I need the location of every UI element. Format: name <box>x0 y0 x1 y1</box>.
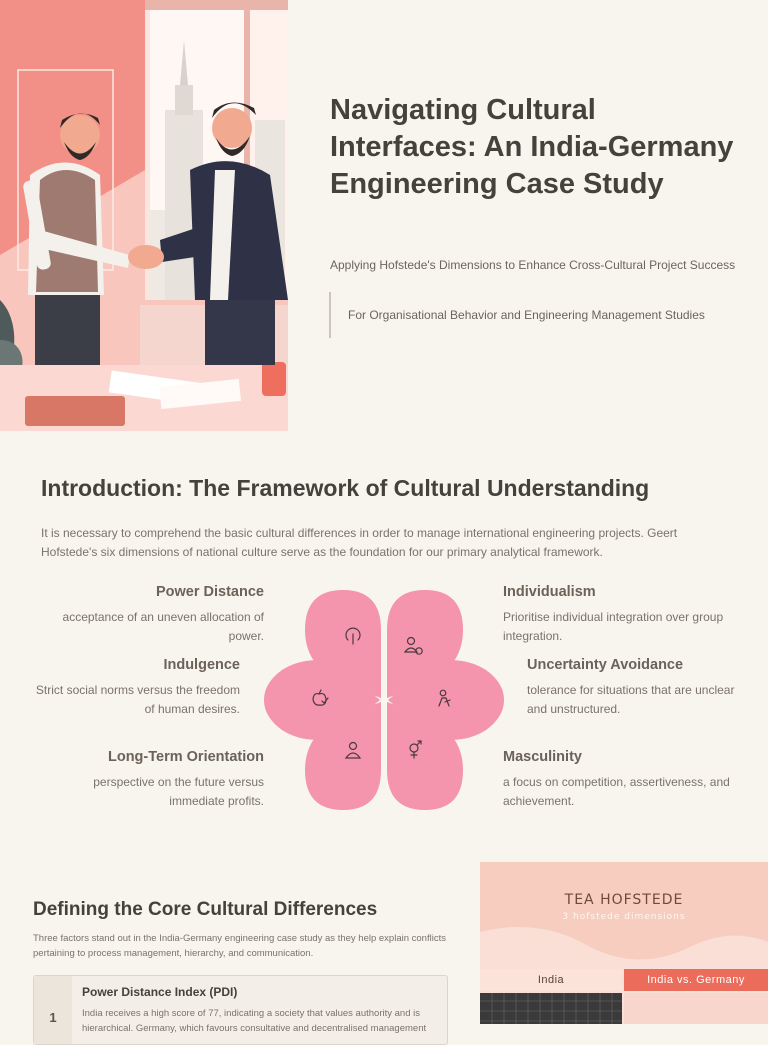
dimension-uncertainty-avoidance: Uncertainty Avoidance tolerance for situ… <box>527 657 737 719</box>
course-tag-text: For Organisational Behavior and Engineer… <box>348 308 705 322</box>
petal-masculinity <box>387 702 463 810</box>
hofstede-flower-diagram <box>264 590 504 810</box>
dimension-title: Masculinity <box>503 749 582 765</box>
dimension-desc: a focus on competition, assertiveness, a… <box>503 775 730 808</box>
gender-icon <box>409 740 422 759</box>
hofstede-comparison-graphic: TEA HOFSTEDE 3 hofstede dimensions India… <box>480 862 768 1024</box>
tab-india: India <box>480 969 622 991</box>
dimension-individualism: Individualism Prioritise individual inte… <box>503 584 743 646</box>
tab-india-vs-germany: India vs. Germany <box>624 969 768 991</box>
dimension-desc: acceptance of an uneven allocation of po… <box>62 610 264 643</box>
puzzle-person-icon <box>438 689 451 707</box>
dimension-masculinity: Masculinity a focus on competition, asse… <box>503 749 738 811</box>
course-tag: For Organisational Behavior and Engineer… <box>329 292 705 338</box>
power-icon <box>345 627 361 645</box>
petal-long-term-orientation <box>305 702 381 810</box>
dimension-title: Uncertainty Avoidance <box>527 657 684 673</box>
dimension-desc: perspective on the future versus immedia… <box>93 775 264 808</box>
card-title: Power Distance Index (PDI) <box>82 985 238 999</box>
dimension-title: Long-Term Orientation <box>107 749 264 765</box>
dimension-title: Indulgence <box>163 657 240 673</box>
intro-heading: Introduction: The Framework of Cultural … <box>41 475 650 501</box>
dimension-desc: Prioritise individual integration over g… <box>503 610 724 643</box>
person-coin-icon <box>403 636 423 655</box>
dimension-title: Power Distance <box>156 584 264 600</box>
dimension-title: Individualism <box>503 584 596 600</box>
chart-grid <box>480 993 622 1024</box>
person-icon <box>344 741 362 759</box>
page-subtitle: Applying Hofstede's Dimensions to Enhanc… <box>330 258 736 272</box>
card-number: 1 <box>34 976 72 1044</box>
chart-panel-right <box>624 993 768 1024</box>
side-graphic-subtitle: 3 hofstede dimensions <box>562 912 686 922</box>
dimension-long-term-orientation: Long-Term Orientation perspective on the… <box>64 749 264 811</box>
dimension-power-distance: Power Distance acceptance of an uneven a… <box>40 584 264 646</box>
core-paragraph: Three factors stand out in the India-Ger… <box>33 933 446 959</box>
card-body: India receives a high score of 77, indic… <box>82 1008 427 1034</box>
apple-check-icon <box>312 689 329 706</box>
intro-paragraph: It is necessary to comprehend the basic … <box>41 526 678 559</box>
dimension-desc: tolerance for situations that are unclea… <box>527 683 735 716</box>
dimension-indulgence: Indulgence Strict social norms versus th… <box>30 657 240 719</box>
chart-grid-lines <box>480 993 622 1024</box>
page-title: Navigating Cultural Interfaces: An India… <box>330 94 734 200</box>
core-heading: Defining the Core Cultural Differences <box>33 899 378 920</box>
dimension-desc: Strict social norms versus the freedom o… <box>35 683 240 716</box>
hero-illustration <box>0 0 288 431</box>
side-graphic-title: TEA HOFSTEDE <box>564 892 684 908</box>
dimension-card: 1 Power Distance Index (PDI) India recei… <box>33 975 448 1045</box>
